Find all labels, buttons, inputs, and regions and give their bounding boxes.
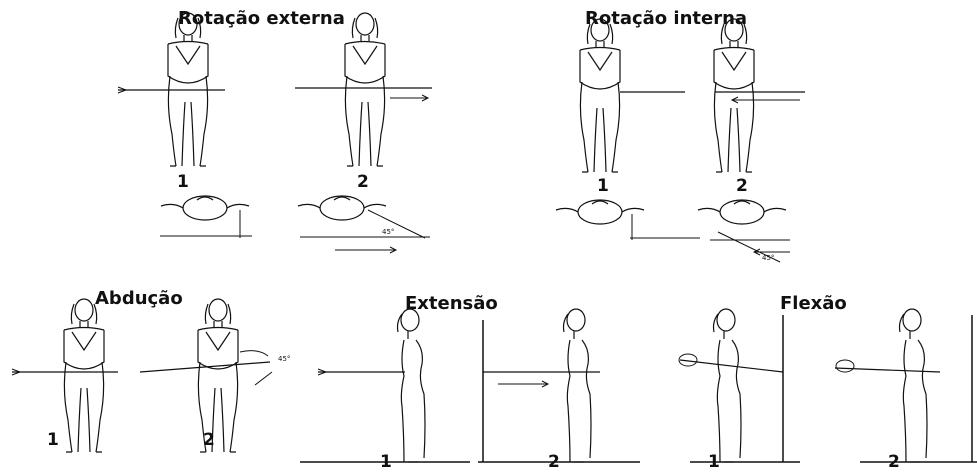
abd-angle-label: 45° <box>278 355 291 363</box>
extension-figure-2 <box>478 308 640 463</box>
flexion-figure-2 <box>834 308 977 463</box>
int-rot-step-1: 1 <box>597 176 609 196</box>
title-external-rotation: Rotação externa <box>178 8 345 29</box>
ext-rot-step-2: 2 <box>357 172 369 192</box>
external-rotation-figure-1 <box>117 12 225 167</box>
title-extension: Extensão <box>405 293 498 314</box>
abduction-figure-2 <box>139 298 273 453</box>
ext-rot-step-1: 1 <box>177 172 189 192</box>
internal-rotation-top-views <box>555 199 790 263</box>
int-rot-step-2: 2 <box>736 176 748 196</box>
title-flexion: Flexão <box>780 293 847 314</box>
title-internal-rotation: Rotação interna <box>585 8 748 29</box>
int-rot-angle-label: 45° <box>762 254 775 262</box>
title-abduction: Abdução <box>95 288 183 309</box>
external-rotation-top-views <box>160 195 430 254</box>
abduction-figure-1 <box>11 298 118 453</box>
extension-figure-1 <box>300 308 470 463</box>
abd-step-2: 2 <box>203 430 215 450</box>
ext-rot-angle-label: 45° <box>382 228 395 236</box>
flexion-figure-1 <box>678 308 800 463</box>
internal-rotation-figure-1 <box>579 18 685 173</box>
abd-step-1: 1 <box>47 430 59 450</box>
external-rotation-figure-2 <box>295 12 432 167</box>
internal-rotation-figure-2 <box>713 18 805 173</box>
